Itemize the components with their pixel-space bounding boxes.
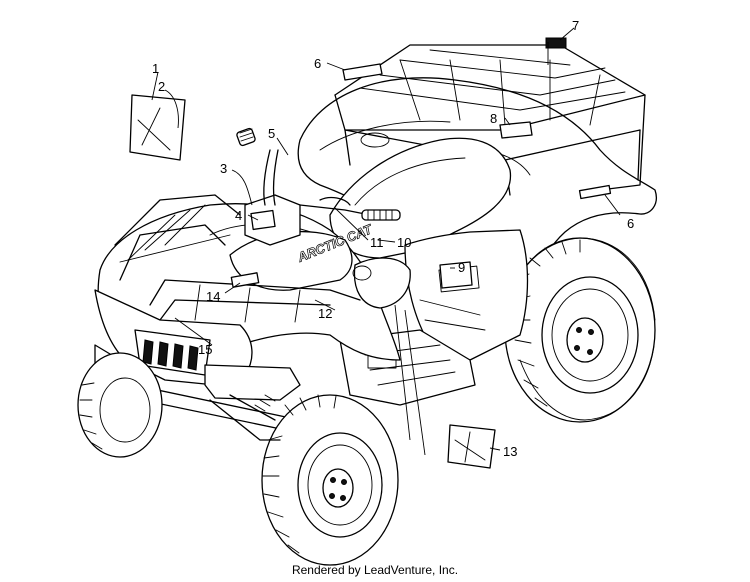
front-left-wheel: [77, 352, 163, 458]
footer-credit: Rendered by LeadVenture, Inc.: [291, 563, 459, 577]
callout-11: 11: [370, 235, 384, 250]
decal-1-2: [129, 94, 186, 161]
callout-6a: 6: [314, 56, 321, 71]
callout-1: 1: [152, 61, 159, 76]
decal-7: [545, 37, 567, 49]
callouts: 1 2 3 4 5 6 6 7 8 9 10 11 12 13 14 15: [152, 18, 634, 459]
decal-9: [439, 261, 473, 289]
decal-6-fender: [578, 184, 612, 200]
handlebar-assembly: [236, 127, 401, 246]
callout-2: 2: [158, 79, 165, 94]
callout-8: 8: [490, 111, 497, 126]
leader-lines: [151, 27, 621, 456]
decal-13-mark: [454, 431, 486, 463]
decal-13: [447, 424, 496, 469]
callout-7: 7: [572, 18, 579, 33]
callout-6b: 6: [627, 216, 634, 231]
callout-5: 5: [268, 126, 275, 141]
callout-4: 4: [235, 208, 242, 223]
decal-6-rack: [342, 63, 383, 81]
callout-12: 12: [318, 306, 332, 321]
front-right-wheel: [261, 394, 399, 566]
callout-15: 15: [198, 342, 212, 357]
decal-14: [230, 272, 260, 288]
callout-10: 10: [397, 235, 411, 250]
front-rack: [114, 194, 361, 323]
callout-14: 14: [206, 289, 220, 304]
suspension: [209, 394, 281, 441]
rear-wheel: [504, 237, 656, 423]
callout-13: 13: [503, 444, 517, 459]
callout-9: 9: [458, 260, 465, 275]
decal-8: [499, 121, 533, 139]
callout-3: 3: [220, 161, 227, 176]
